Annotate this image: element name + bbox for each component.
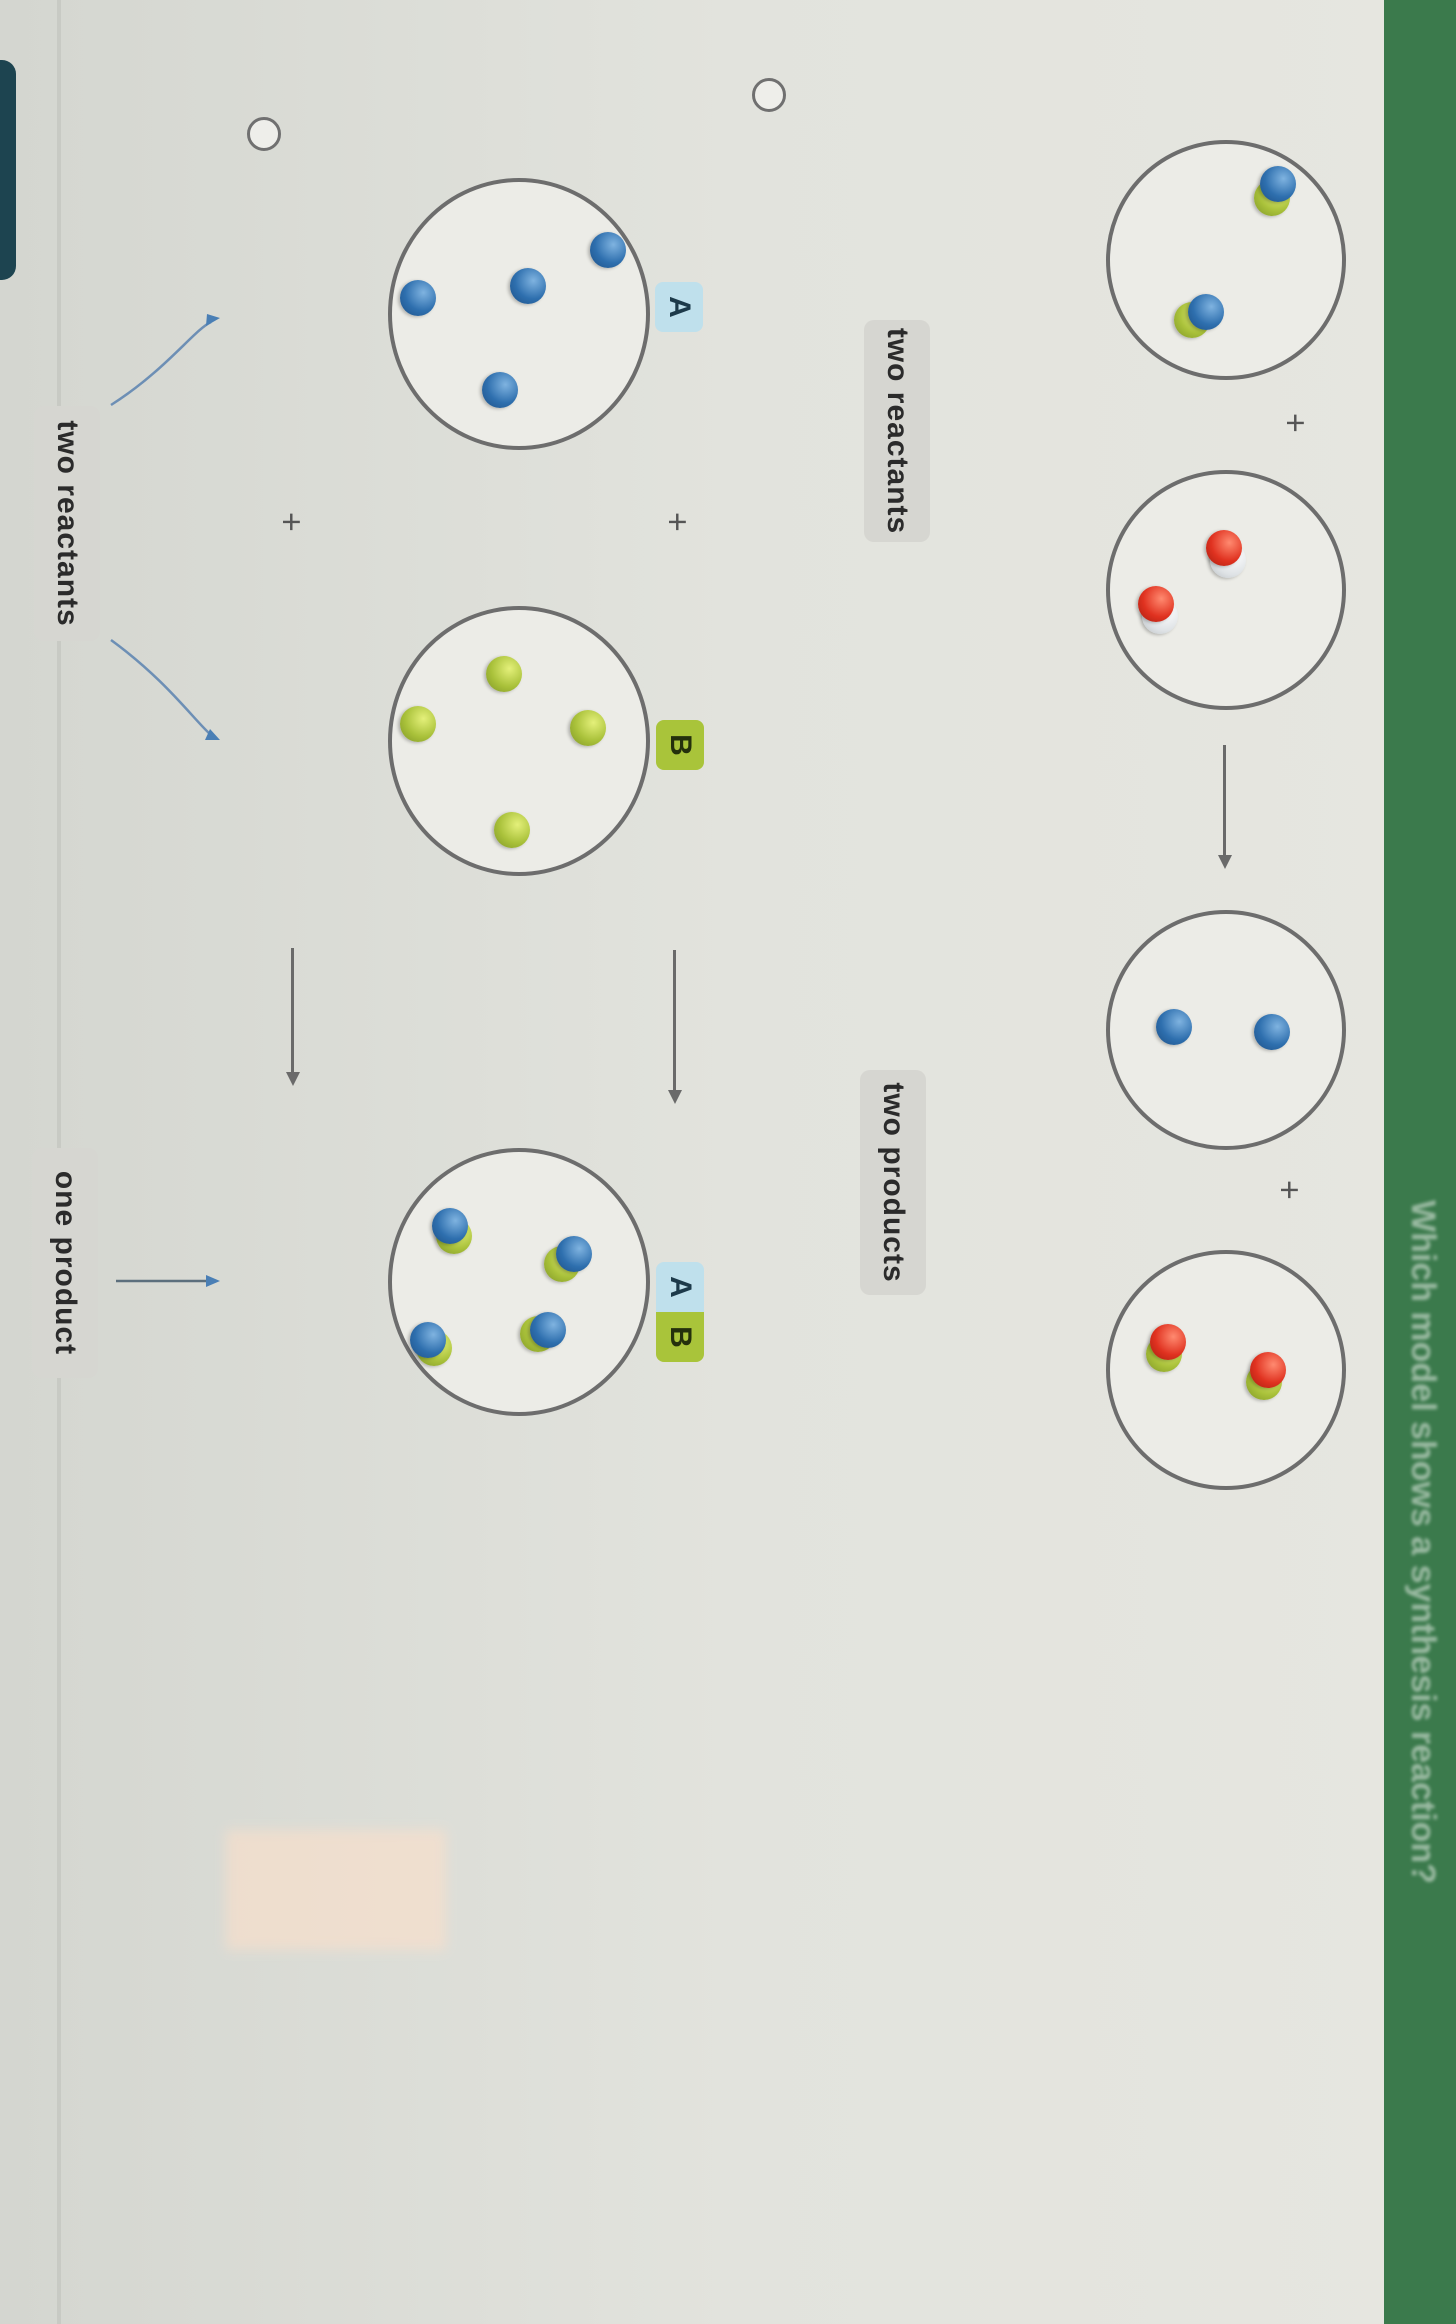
badge-b: B — [656, 720, 704, 770]
option-1-product-well-1 — [1106, 910, 1346, 1150]
atom-a-icon — [410, 1322, 446, 1358]
atom-a-icon — [432, 1208, 468, 1244]
atom-a-icon — [590, 232, 626, 268]
atom-a-icon — [400, 280, 436, 316]
atom-a-icon — [1260, 166, 1296, 202]
atom-red-icon — [1138, 586, 1174, 622]
badge-ab-a: A — [656, 1262, 704, 1312]
atom-a-icon — [1188, 294, 1224, 330]
option-1-reactant-well-1 — [1106, 140, 1346, 380]
option-2-reactant-well-b — [388, 606, 650, 876]
atom-a-icon — [530, 1312, 566, 1348]
badge-a: A — [655, 282, 703, 332]
option-1-reactant-well-2 — [1106, 470, 1346, 710]
atom-a-icon — [556, 1236, 592, 1272]
one-product-label: one product — [32, 1148, 98, 1378]
atom-b-icon — [494, 812, 530, 848]
plus-sign: + — [272, 512, 310, 532]
plus-sign: + — [658, 512, 696, 532]
atom-b-icon — [570, 710, 606, 746]
question-title: Which model shows a synthesis reaction? — [1404, 1200, 1442, 1884]
atom-a-icon — [510, 268, 546, 304]
option-2-product-well — [388, 1148, 650, 1416]
atom-a-icon — [482, 372, 518, 408]
atom-red-icon — [1250, 1352, 1286, 1388]
two-products-label: two products — [860, 1070, 926, 1295]
option-1-product-well-2 — [1106, 1250, 1346, 1490]
reaction-arrow — [1223, 745, 1226, 865]
two-reactants-label: two reactants — [864, 320, 930, 542]
atom-a-icon — [1254, 1014, 1290, 1050]
option-2-reactant-well-a — [388, 178, 650, 450]
plus-sign: + — [1270, 1180, 1308, 1200]
atom-b-icon — [486, 656, 522, 692]
two-reactants-label-bottom: two reactants — [34, 406, 100, 641]
atom-a-icon — [1156, 1009, 1192, 1045]
question-header-bar: Which model shows a synthesis reaction? — [1384, 0, 1456, 2324]
atom-b-icon — [400, 706, 436, 742]
plus-sign: + — [1276, 413, 1314, 433]
badge-ab-b: B — [656, 1312, 704, 1362]
option-2-radio[interactable] — [247, 117, 281, 151]
reaction-arrow — [673, 950, 676, 1100]
atom-red-icon — [1206, 530, 1242, 566]
side-panel-tab[interactable] — [0, 60, 16, 280]
atom-red-icon — [1150, 1324, 1186, 1360]
badge-ab: A B — [656, 1262, 704, 1362]
option-1-radio[interactable] — [752, 78, 786, 112]
reaction-arrow — [291, 948, 294, 1082]
screen-glare — [226, 1830, 446, 1950]
